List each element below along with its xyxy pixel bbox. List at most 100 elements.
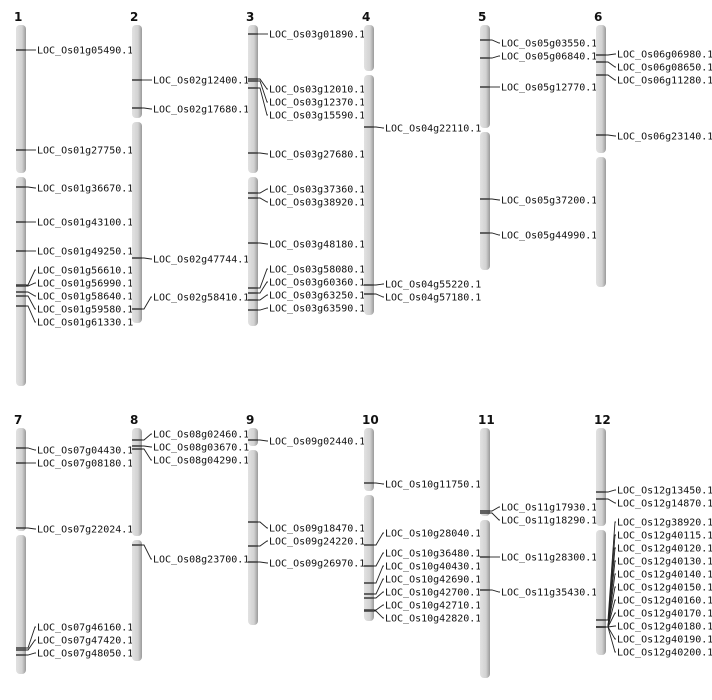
- chromosome-long-arm: [248, 177, 258, 326]
- gene-label: LOC_Os12g40200.1: [617, 648, 712, 659]
- chromosome-2: 2LOC_Os02g12400.1LOC_Os02g17680.1LOC_Os0…: [130, 10, 249, 323]
- gene-label: LOC_Os03g60360.1: [269, 278, 365, 289]
- gene-connector: [26, 626, 36, 649]
- gene-label: LOC_Os06g11280.1: [617, 76, 712, 87]
- chromosome-short-arm: [480, 428, 490, 516]
- gene-label: LOC_Os10g36480.1: [385, 549, 481, 560]
- gene-label: LOC_Os01g05490.1: [37, 46, 133, 57]
- gene-label: LOC_Os02g12400.1: [153, 76, 249, 87]
- gene-label: LOC_Os03g01890.1: [269, 30, 365, 41]
- chromosome-number: 12: [594, 413, 611, 427]
- gene-connector: [606, 489, 616, 493]
- gene-connector: [490, 589, 500, 593]
- gene-label: LOC_Os12g40190.1: [617, 635, 712, 646]
- chromosome-short-arm: [596, 428, 606, 526]
- gene-connector: [258, 78, 268, 90]
- gene-connector: [374, 126, 384, 129]
- gene-connector: [26, 305, 36, 323]
- gene-connector: [258, 540, 268, 547]
- chromosome-number: 11: [478, 413, 495, 427]
- gene-label: LOC_Os10g42690.1: [385, 575, 481, 586]
- chromosome-5: 5LOC_Os05g03550.1LOC_Os05g06840.1LOC_Os0…: [478, 10, 597, 270]
- chromosome-number: 3: [246, 10, 254, 24]
- gene-label: LOC_Os05g37200.1: [501, 196, 597, 207]
- gene-label: LOC_Os03g15590.1: [269, 111, 365, 122]
- gene-connector: [258, 439, 268, 442]
- gene-connector: [606, 74, 616, 81]
- chromosome-short-arm: [248, 428, 258, 446]
- chromosome-short-arm: [132, 25, 142, 118]
- gene-label: LOC_Os03g27680.1: [269, 150, 365, 161]
- gene-label: LOC_Os06g08650.1: [617, 63, 712, 74]
- chromosome-short-arm: [132, 428, 142, 536]
- chromosome-3: 3LOC_Os03g01890.1LOC_Os03g12010.1LOC_Os0…: [246, 10, 365, 326]
- gene-label: LOC_Os05g44990.1: [501, 231, 597, 242]
- chromosome-long-arm: [596, 530, 606, 655]
- chromosome-7: 7LOC_Os07g04430.1LOC_Os07g08180.1LOC_Os0…: [14, 413, 133, 674]
- gene-connector: [258, 188, 268, 194]
- chromosome-long-arm: [16, 535, 26, 674]
- gene-connector: [374, 293, 384, 298]
- gene-connector: [606, 53, 616, 56]
- gene-label: LOC_Os04g55220.1: [385, 280, 481, 291]
- gene-label: LOC_Os12g14870.1: [617, 499, 712, 510]
- gene-label: LOC_Os03g48180.1: [269, 240, 365, 251]
- gene-connector: [142, 433, 152, 441]
- gene-label: LOC_Os08g02460.1: [153, 430, 249, 441]
- gene-label: LOC_Os04g22110.1: [385, 124, 481, 135]
- gene-connector: [490, 512, 500, 521]
- gene-label: LOC_Os05g03550.1: [501, 39, 597, 50]
- gene-label: LOC_Os12g40120.1: [617, 544, 712, 555]
- gene-connector: [258, 197, 268, 203]
- chromosome-long-arm: [480, 520, 490, 678]
- chromosome-short-arm: [248, 25, 258, 173]
- gene-label: LOC_Os01g56990.1: [37, 279, 133, 290]
- chromosome-number: 1: [14, 10, 22, 24]
- chromosome-12: 12LOC_Os12g13450.1LOC_Os12g14870.1LOC_Os…: [594, 413, 712, 659]
- gene-connector: [258, 80, 268, 103]
- chromosome-long-arm: [248, 450, 258, 625]
- gene-connector: [374, 565, 384, 584]
- chromosome-9: 9LOC_Os09g02440.1LOC_Os09g18470.1LOC_Os0…: [246, 413, 365, 625]
- gene-connector: [142, 448, 152, 461]
- gene-label: LOC_Os12g40140.1: [617, 570, 712, 581]
- chromosome-long-arm: [364, 75, 374, 315]
- gene-label: LOC_Os01g59580.1: [37, 305, 133, 316]
- chromosome-6: 6LOC_Os06g06980.1LOC_Os06g08650.1LOC_Os0…: [594, 10, 712, 287]
- gene-label: LOC_Os11g35430.1: [501, 588, 597, 599]
- gene-label: LOC_Os12g38920.1: [617, 518, 712, 529]
- chromosome-long-arm: [596, 157, 606, 287]
- gene-connector: [142, 257, 152, 260]
- gene-connector: [374, 552, 384, 567]
- chromosome-11: 11LOC_Os11g17930.1LOC_Os11g18290.1LOC_Os…: [478, 413, 597, 678]
- gene-label: LOC_Os06g23140.1: [617, 132, 712, 143]
- chromosome-number: 9: [246, 413, 254, 427]
- gene-connector: [142, 544, 152, 560]
- chromosome-short-arm: [16, 428, 26, 531]
- gene-connector: [26, 652, 36, 656]
- gene-connector: [490, 39, 500, 44]
- gene-connector: [26, 291, 36, 297]
- gene-label: LOC_Os09g26970.1: [269, 559, 365, 570]
- gene-label: LOC_Os10g28040.1: [385, 529, 481, 540]
- gene-connector: [142, 107, 152, 110]
- gene-label: LOC_Os03g63250.1: [269, 291, 365, 302]
- chromosome-long-arm: [480, 132, 490, 270]
- gene-connector: [258, 307, 268, 311]
- gene-label: LOC_Os05g12770.1: [501, 83, 597, 94]
- gene-connector: [606, 61, 616, 68]
- gene-label: LOC_Os07g22024.1: [37, 525, 133, 536]
- chromosome-long-arm: [132, 540, 142, 661]
- gene-connector: [26, 295, 36, 310]
- gene-label: LOC_Os06g06980.1: [617, 50, 712, 61]
- gene-label: LOC_Os04g57180.1: [385, 293, 481, 304]
- gene-label: LOC_Os01g58640.1: [37, 292, 133, 303]
- chromosome-number: 2: [130, 10, 138, 24]
- chromosome-short-arm: [16, 25, 26, 173]
- chromosome-number: 6: [594, 10, 602, 24]
- gene-label: LOC_Os01g49250.1: [37, 247, 133, 258]
- chromosome-8: 8LOC_Os08g02460.1LOC_Os08g03670.1LOC_Os0…: [130, 413, 249, 661]
- gene-connector: [490, 198, 500, 201]
- gene-connector: [606, 134, 616, 137]
